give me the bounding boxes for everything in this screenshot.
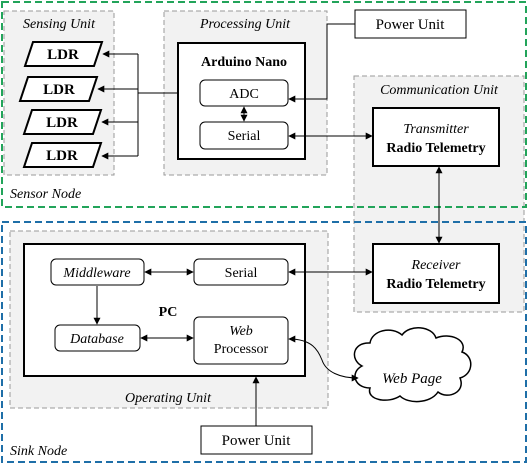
pc-label: PC (159, 305, 178, 320)
ldr-sensor-label: LDR (46, 148, 78, 164)
ldr-sensor-2: LDR (18, 76, 99, 102)
ldr-sensor-1: LDR (23, 41, 104, 67)
database-label: Database (69, 332, 124, 347)
receiver-box (372, 243, 500, 304)
receiver-subtitle: Radio Telemetry (386, 277, 485, 292)
communication-unit-label: Communication Unit (380, 83, 499, 98)
web-processor-label-line1: Web (229, 324, 253, 339)
sink-node-label: Sink Node (10, 444, 67, 459)
receiver-title: Receiver (411, 258, 462, 273)
web-page-cloud (353, 327, 472, 403)
arduino-nano-label: Arduino Nano (201, 55, 287, 70)
power-to-adc-arrow (288, 23, 355, 103)
power-unit-top-label: Power Unit (376, 17, 446, 33)
ldr-sensor-3: LDR (22, 109, 103, 135)
power-unit-bottom-label: Power Unit (222, 433, 292, 449)
arduino-serial-label: Serial (228, 129, 261, 144)
pc-serial-label: Serial (225, 266, 258, 281)
pc-serial-box (193, 258, 289, 286)
web-processor-label-line2: Processor (214, 342, 269, 357)
middleware-box (50, 258, 145, 286)
web-processor-box (193, 316, 289, 365)
ldr-sensor-label: LDR (43, 82, 75, 98)
ldr-sensor-label: LDR (47, 47, 79, 63)
sink-node-border (1, 221, 527, 463)
sensing-unit-label: Sensing Unit (23, 17, 96, 32)
processing-unit-label: Processing Unit (199, 17, 291, 32)
power-unit-top-box (354, 9, 467, 39)
transmitter-title: Transmitter (403, 122, 469, 137)
database-box (54, 324, 141, 352)
transmitter-subtitle: Radio Telemetry (386, 141, 485, 156)
operating-unit-label: Operating Unit (125, 391, 212, 406)
transmitter-box (372, 107, 500, 167)
adc-label: ADC (229, 87, 259, 102)
ldr-sensor-4: LDR (22, 142, 103, 168)
web-page-label: Web Page (382, 371, 442, 387)
webprocessor-webpage-arrow (288, 335, 359, 382)
sensor-node-border (1, 1, 527, 208)
ldr-sensor-label: LDR (46, 115, 78, 131)
power-unit-bottom-box (200, 425, 313, 455)
sensor-node-label: Sensor Node (10, 187, 81, 202)
middleware-label: Middleware (62, 266, 130, 281)
adc-box (199, 79, 289, 107)
arduino-serial-box (199, 121, 289, 150)
